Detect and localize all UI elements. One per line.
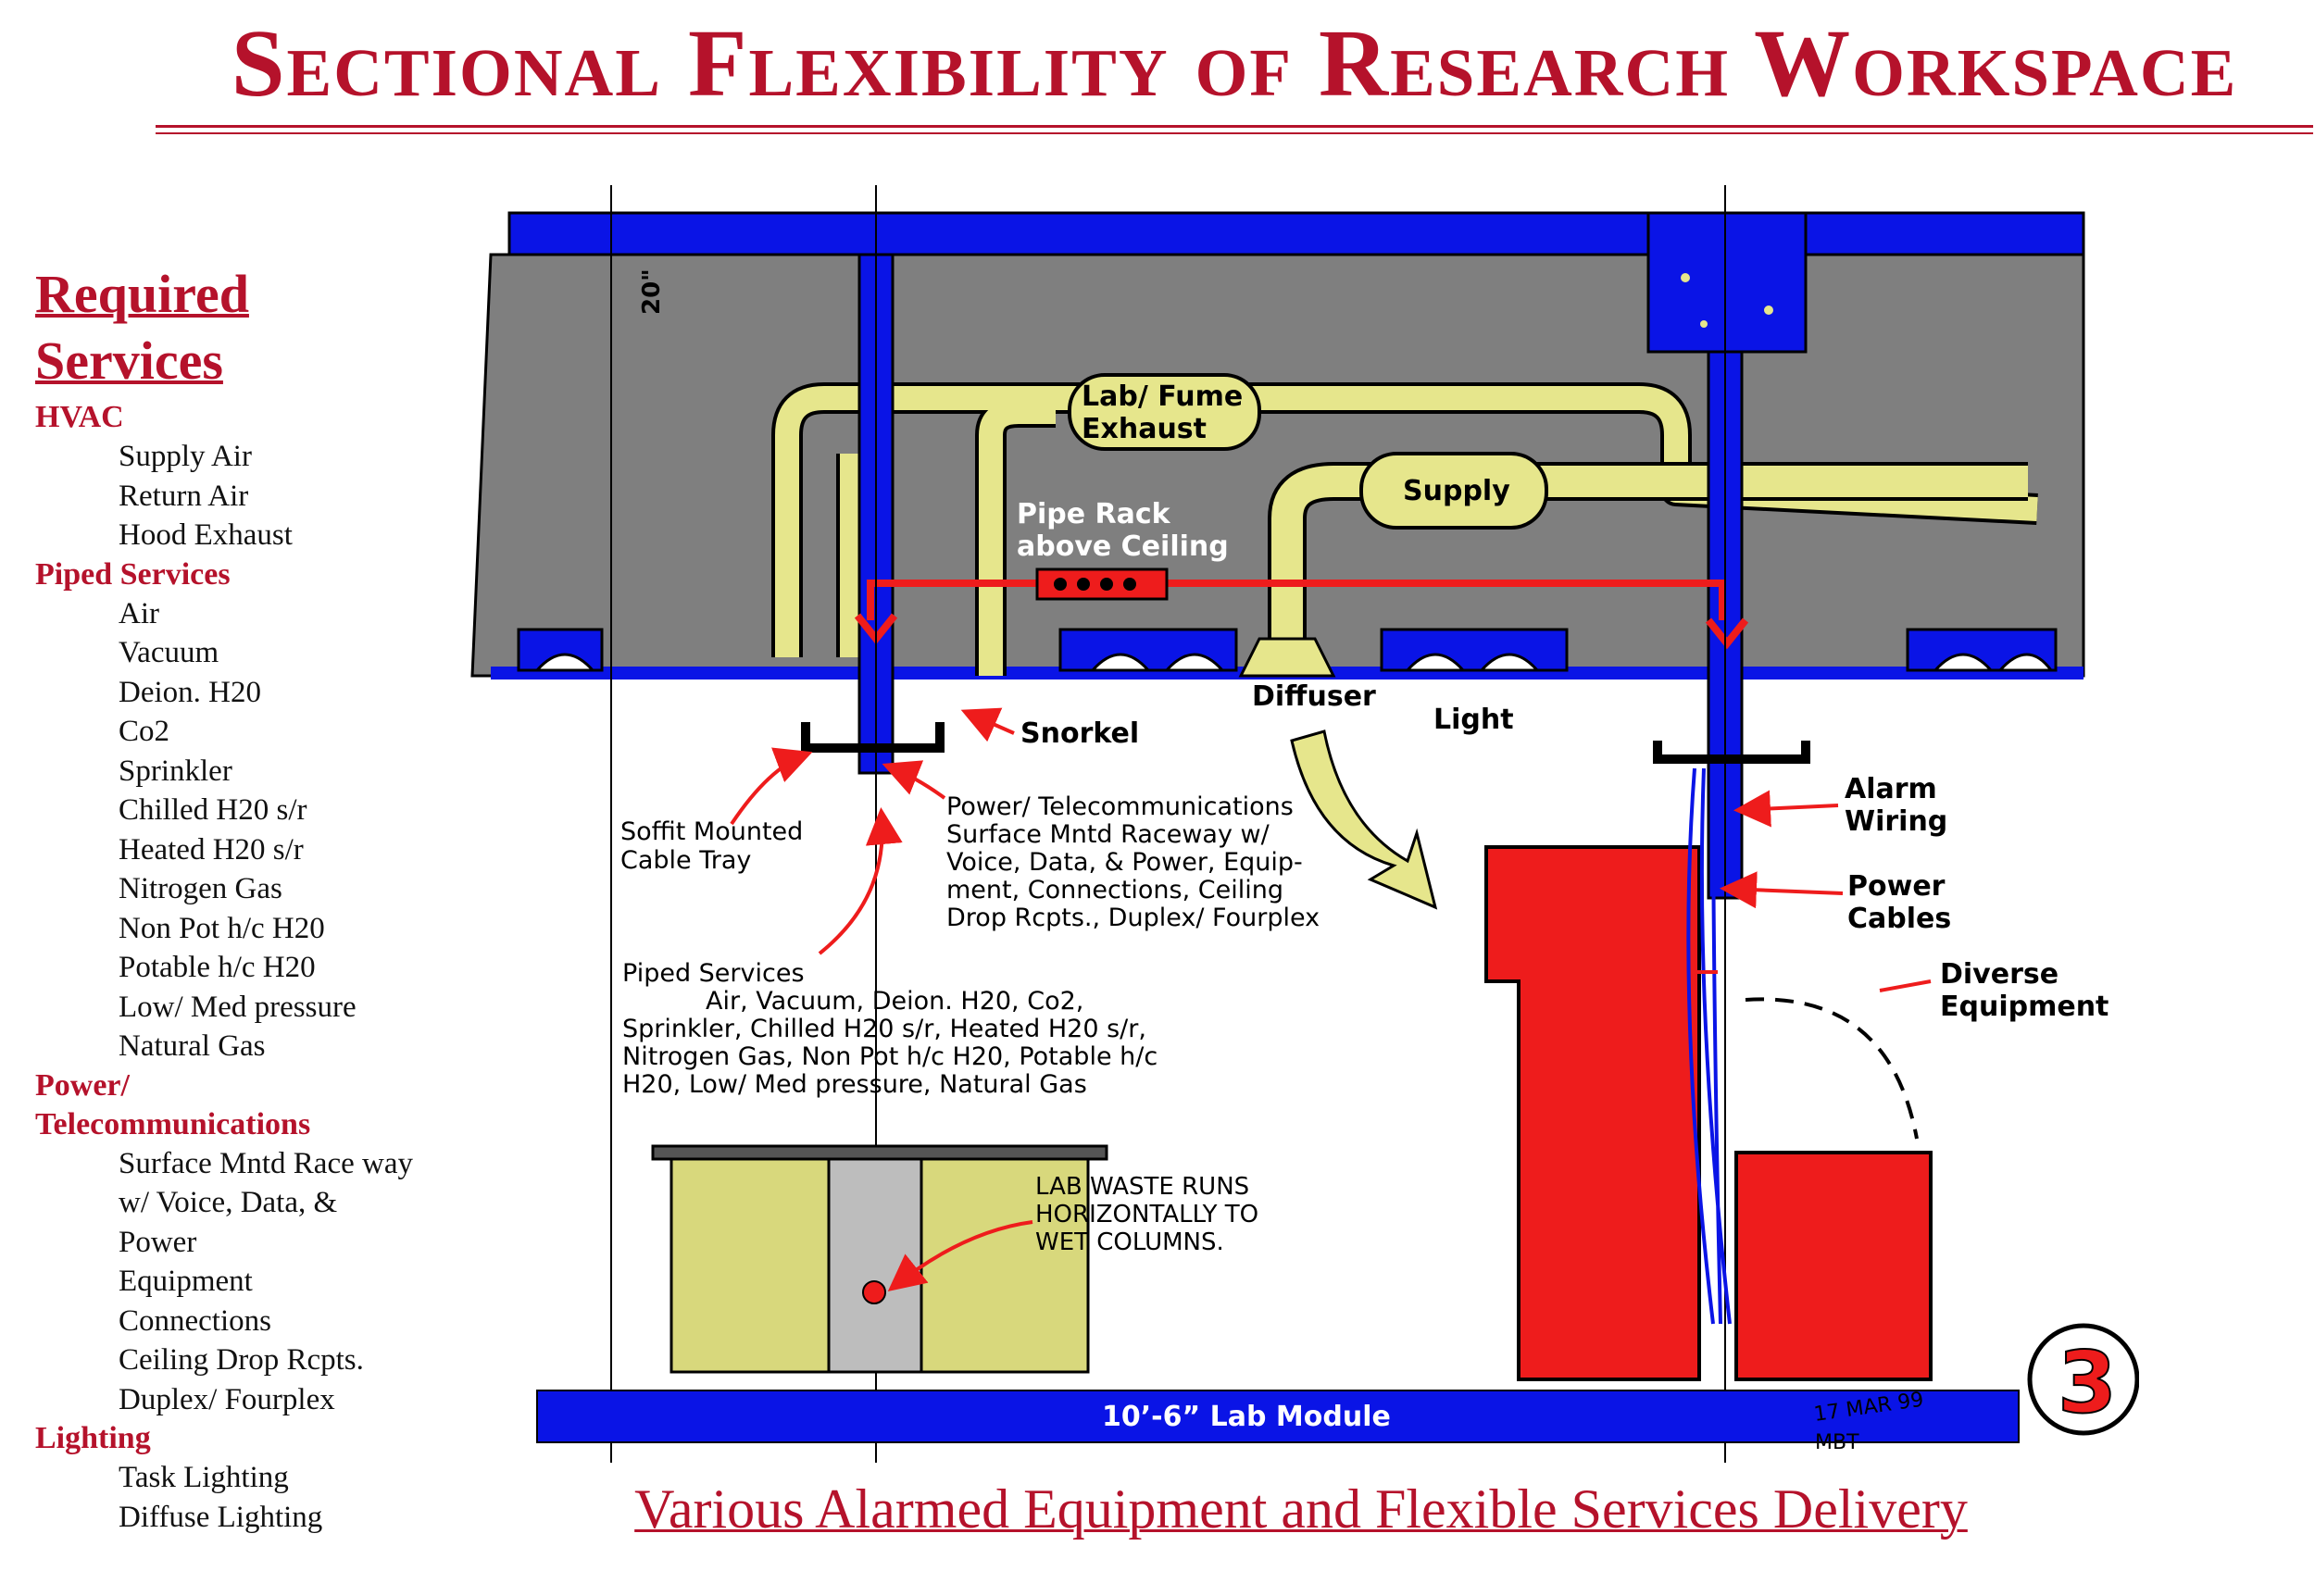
beam: [1646, 211, 1808, 354]
cable-tray-left: [801, 722, 945, 753]
waste-pipe: [862, 1280, 886, 1304]
list-item: Diffuse Lighting: [119, 1500, 323, 1534]
list-item: Task Lighting: [119, 1461, 289, 1494]
pipe-rack-label-1: Pipe Rack: [1017, 498, 1171, 530]
category-hvac: HVAC: [35, 400, 124, 434]
snorkel-label: Snorkel: [1020, 717, 1139, 750]
list-item: Supply Air: [119, 440, 252, 473]
list-item: Sprinkler: [119, 754, 232, 788]
sheet-number-circle: [2027, 1323, 2139, 1436]
list-item: Co2: [119, 715, 170, 748]
list-item: Natural Gas: [119, 1029, 266, 1063]
category-power-telecom: Power/ Telecommunications: [35, 1067, 311, 1141]
supply-label: Supply: [1403, 475, 1510, 507]
sheet-number: 3: [2058, 1333, 2117, 1432]
svg-text:Equipment: Equipment: [1940, 991, 2109, 1023]
power-telecom-note: Power/ Telecommunications Surface Mntd R…: [946, 792, 1320, 932]
services-heading-line1: Required: [35, 264, 249, 324]
floor-bar: [536, 1390, 2020, 1443]
title-rule-secondary: [156, 132, 2313, 134]
list-item: Connections: [119, 1303, 271, 1338]
list-item: Hood Exhaust: [119, 518, 293, 552]
cable-tray-right: [1653, 741, 1810, 764]
list-item: Return Air: [119, 479, 249, 513]
bench-right-cabinet: [920, 1157, 1090, 1374]
svg-text:Power/ Telecommunications: Power/ Telecommunications: [946, 792, 1294, 821]
category-lighting: Lighting: [35, 1421, 151, 1455]
svg-text:HORIZONTALLY TO: HORIZONTALLY TO: [1035, 1201, 1258, 1228]
required-services-list: Required Services HVAC Supply Air Return…: [35, 261, 424, 1537]
svg-text:ment, Connections, Ceiling: ment, Connections, Ceiling: [946, 876, 1283, 904]
svg-text:Piped Services: Piped Services: [622, 959, 805, 988]
title-rule: [156, 125, 2313, 128]
lab-module-label: 10’-6” Lab Module: [1102, 1401, 1391, 1433]
soffit-label-2: Cable Tray: [620, 846, 751, 875]
svg-text:Drop Rcpts., Duplex/ Fourplex: Drop Rcpts., Duplex/ Fourplex: [946, 904, 1320, 932]
tall-equipment: [1484, 845, 1701, 1381]
svg-text:Power: Power: [1847, 870, 1946, 903]
svg-text:Diverse: Diverse: [1940, 958, 2058, 991]
airflow-arrow: [1290, 729, 1438, 910]
list-item: Ceiling Drop Rcpts.: [119, 1343, 364, 1377]
svg-text:WET COLUMNS.: WET COLUMNS.: [1035, 1228, 1224, 1256]
list-item: Potable h/c H20: [119, 951, 316, 984]
list-item: Equipment: [119, 1265, 253, 1298]
svg-text:Air, Vacuum, Deion. H20, Co2,: Air, Vacuum, Deion. H20, Co2,: [706, 987, 1083, 1016]
short-equipment: [1734, 1151, 1933, 1381]
list-item: Vacuum: [119, 636, 219, 669]
list-item: Deion. H20: [119, 675, 261, 709]
equipment-labels: Alarm Wiring Power Cables Diverse Equipm…: [1845, 773, 2109, 1023]
bench-top: [651, 1144, 1108, 1161]
pipe-rack: [867, 580, 1726, 620]
svg-text:H20, Low/ Med pressure, Natura: H20, Low/ Med pressure, Natural Gas: [622, 1070, 1087, 1099]
exhaust-label-1: Lab/ Fume: [1082, 380, 1243, 413]
figure-caption: Various Alarmed Equipment and Flexible S…: [634, 1478, 1968, 1540]
soffit-label-1: Soffit Mounted: [620, 817, 803, 846]
list-item: Chilled H20 s/r: [119, 793, 307, 827]
bench-left-cabinet: [669, 1157, 831, 1374]
svg-text:Voice, Data, & Power, Equip-: Voice, Data, & Power, Equip-: [946, 848, 1303, 877]
services-heading-line2: Services: [35, 330, 223, 391]
category-piped-services: Piped Services: [35, 556, 231, 592]
cable-bundle: [1686, 767, 1732, 1325]
list-item: Air: [119, 596, 159, 630]
pipe-rack-label-2: above Ceiling: [1017, 530, 1229, 563]
diffuser-label: Diffuser: [1252, 680, 1376, 713]
exhaust-badge: [1068, 373, 1261, 451]
list-item: Surface Mntd Race way w/ Voice, Data, & …: [119, 1146, 413, 1259]
exhaust-label-2: Exhaust: [1082, 413, 1207, 445]
page-title: Sectional Flexibility of Research Worksp…: [231, 10, 2238, 117]
supply-badge: [1359, 452, 1548, 530]
section-diagram: Lab/ Fume Exhaust Supply Pipe Rack above…: [470, 185, 2139, 1463]
lab-waste-note: LAB WASTE RUNS HORIZONTALLY TO WET COLUM…: [1035, 1173, 1258, 1256]
bench-chase: [827, 1157, 923, 1374]
svg-text:Wiring: Wiring: [1845, 805, 1947, 838]
svg-text:Sprinkler, Chilled H20 s/r, He: Sprinkler, Chilled H20 s/r, Heated H20 s…: [622, 1015, 1146, 1043]
svg-text:Surface Mntd Raceway w/: Surface Mntd Raceway w/: [946, 820, 1270, 849]
list-item: Duplex/ Fourplex: [119, 1382, 335, 1416]
signature-initials: MBT: [1815, 1431, 1859, 1454]
diffuser-shape: [1238, 637, 1336, 678]
svg-text:Cables: Cables: [1847, 903, 1951, 935]
svg-text:Alarm: Alarm: [1845, 773, 1937, 805]
dimension-label: 20": [638, 268, 666, 315]
list-item: Low/ Med pressure: [119, 990, 357, 1024]
floor-slab: [507, 211, 2085, 256]
piped-services-note: Piped Services Air, Vacuum, Deion. H20, …: [622, 959, 1158, 1099]
svg-text:Nitrogen Gas, Non Pot h/c H20,: Nitrogen Gas, Non Pot h/c H20, Potable h…: [622, 1042, 1158, 1071]
light-label: Light: [1433, 704, 1514, 736]
list-item: Heated H20 s/r: [119, 832, 304, 867]
svg-text:LAB WASTE RUNS: LAB WASTE RUNS: [1035, 1173, 1249, 1201]
list-item: Non Pot h/c H20: [119, 911, 325, 945]
door-swing: [1745, 997, 1919, 1140]
list-item: Nitrogen Gas: [119, 872, 282, 905]
